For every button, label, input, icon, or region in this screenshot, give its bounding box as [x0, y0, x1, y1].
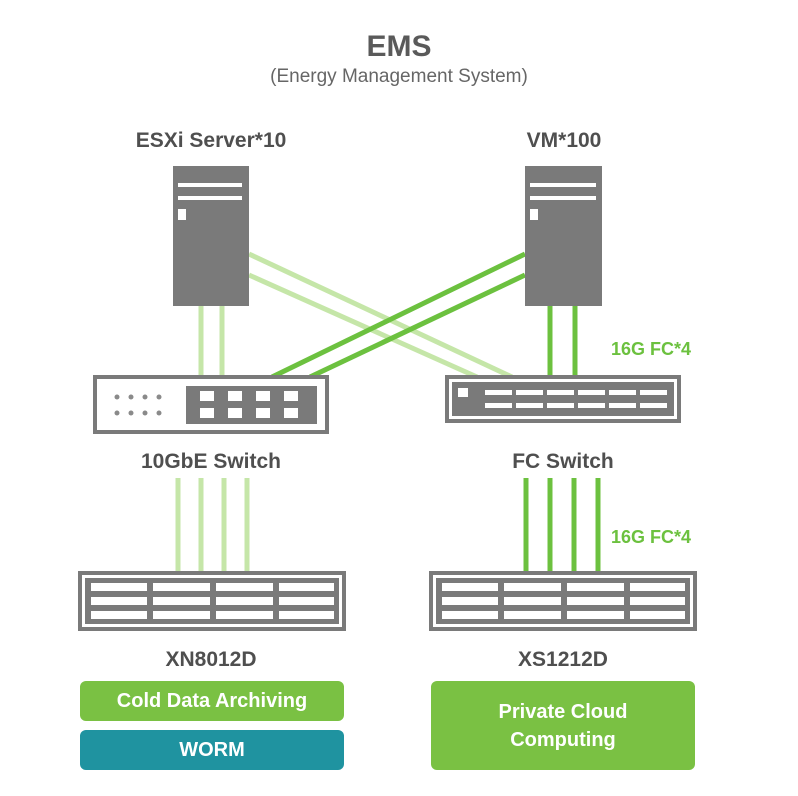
xn8012d-storage-icon [78, 571, 346, 631]
esxi-server-icon [173, 166, 249, 306]
esxi-to-fc-line-2 [247, 272, 479, 380]
switch-led-dots [114, 394, 162, 416]
private-cloud-computing-badge: Private Cloud Computing [431, 681, 695, 770]
vm-to-10gbe-line-1 [270, 251, 527, 380]
fc-switch-label: FC Switch [512, 450, 614, 473]
fc-switch-ports [485, 390, 667, 408]
worm-badge: WORM [80, 730, 344, 770]
xn8012d-label: XN8012D [165, 648, 257, 671]
cold-data-archiving-badge: Cold Data Archiving [80, 681, 344, 721]
private-cloud-line-2: Computing [510, 728, 616, 751]
fc-link-label-upper: 16G FC*4 [611, 339, 692, 359]
diagram-title: EMS [366, 30, 432, 63]
fc-switch-icon [445, 375, 681, 423]
vm-server-icon [525, 166, 602, 306]
vm-to-10gbe-line-2 [308, 272, 527, 380]
xs1212d-label: XS1212D [518, 648, 608, 671]
switch-ports [200, 391, 298, 418]
esxi-server-label: ESXi Server*10 [135, 129, 287, 152]
10gbe-switch-label: 10GbE Switch [140, 450, 282, 473]
connection-lines [175, 251, 601, 573]
private-cloud-line-1: Private Cloud [498, 700, 628, 723]
vm-label: VM*100 [526, 129, 602, 152]
esxi-to-fc-line-1 [247, 251, 514, 380]
fc-link-label-lower: 16G FC*4 [611, 527, 692, 547]
xs1212d-storage-icon [429, 571, 697, 631]
diagram-subtitle: (Energy Management System) [270, 66, 528, 87]
10gbe-switch-icon [93, 375, 329, 434]
